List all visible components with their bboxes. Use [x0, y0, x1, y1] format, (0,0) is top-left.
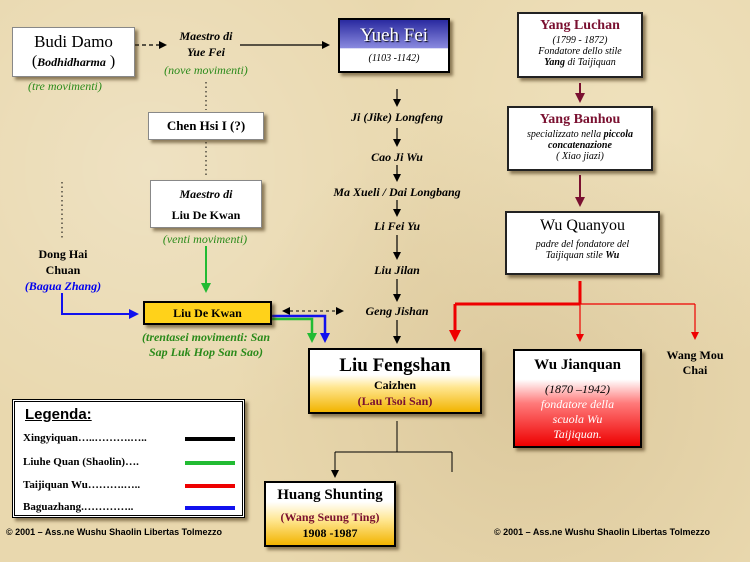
wu-quanyou-name: Wu Quanyou	[539, 217, 626, 234]
lineage-item-2: Cao Ji Wu	[371, 150, 423, 164]
wu-quanyou-desc2b: Wu	[605, 250, 620, 261]
wu-jianquan-desc2: scuola Wu	[552, 412, 603, 426]
maestro-yue-fei-line2: Yue Fei	[187, 45, 225, 59]
yang-luchan-desc2-line: Yang di Taijiquan	[519, 57, 641, 68]
huang-shunting-box: Huang Shunting (Wang Seung Ting) 1908 -1…	[264, 481, 396, 547]
yang-banhou-desc3: ( Xiao jiazi)	[556, 151, 604, 162]
legend-label-taijiquan-wu: Taijiquan Wu……….…..	[23, 479, 141, 491]
wu-quanyou-box: Wu Quanyou padre del fondatore del Taiji…	[505, 211, 660, 275]
wang-mou-line2: Chai	[682, 363, 708, 377]
legend-label-xingyiquan: Xingyiquan…..……….…..	[23, 432, 147, 444]
yang-banhou-box: Yang Banhou specializzato nella piccola …	[507, 106, 653, 171]
legend-box: Legenda: Xingyiquan…..……….….. Liuhe Quan…	[12, 399, 245, 518]
huang-shunting-dates: 1908 -1987	[302, 526, 358, 540]
lineage-item-5: Liu Jilan	[374, 263, 420, 277]
yang-luchan-dates: (1799 - 1872)	[552, 35, 608, 46]
maestro-liu-moves: (venti movimenti)	[162, 232, 248, 246]
yang-luchan-desc2b: di Taijiquan	[565, 57, 616, 68]
budi-damo-name: Budi Damo	[34, 32, 113, 51]
liu-de-kwan-moves-line2: Sap Luk Hop San Sao)	[148, 345, 264, 359]
yang-banhou-desc2: concatenazione	[548, 140, 612, 151]
dong-hai-style: (Bagua Zhang)	[24, 279, 102, 293]
yang-luchan-name: Yang Luchan	[540, 18, 620, 33]
liu-de-kwan-name: Liu De Kwan	[173, 306, 242, 320]
maestro-yue-fei-moves: (nove movimenti)	[164, 63, 248, 77]
maestro-yue-fei-line1: Maestro di	[179, 29, 233, 43]
wu-quanyou-desc2-line: Taijiquan stile Wu	[507, 250, 658, 261]
budi-damo-alias-line: (Bodhidharma )	[31, 53, 116, 70]
wu-jianquan-desc3: Taijiquan.	[553, 427, 602, 441]
yang-luchan-box: Yang Luchan (1799 - 1872) Fondatore dell…	[517, 12, 643, 78]
yueh-fei-dates: (1103 -1142)	[368, 53, 420, 64]
yueh-fei-box: Yueh Fei (1103 -1142)	[338, 18, 450, 73]
chen-hsi-box: Chen Hsi I (?)	[148, 112, 264, 140]
liu-de-kwan-box: Liu De Kwan	[143, 301, 272, 325]
yang-banhou-desc1-line: specializzato nella piccola	[509, 129, 651, 140]
liu-fengshan-box: Liu Fengshan Caizhen (Lau Tsoi San)	[308, 348, 482, 414]
wu-jianquan-desc1: fondatore della	[540, 397, 615, 411]
liu-fengshan-name: Liu Fengshan	[339, 355, 451, 376]
legend-title: Legenda:	[25, 406, 92, 423]
wu-quanyou-desc1: padre del fondatore del	[535, 239, 630, 250]
legend-swatch-baguazhang	[185, 506, 235, 510]
yang-banhou-desc1b: piccola	[603, 129, 634, 140]
wang-mou-line1: Wang Mou	[666, 348, 724, 362]
lineage-item-1: Ji (Jike) Longfeng	[351, 110, 443, 124]
wu-jianquan-dates: (1870 –1942)	[545, 382, 610, 396]
budi-damo-box: Budi Damo (Bodhidharma )	[12, 27, 135, 77]
lineage-item-4: Li Fei Yu	[373, 219, 420, 233]
liu-fengshan-cantonese: (Lau Tsoi San)	[357, 394, 433, 408]
legend-swatch-liuhe	[185, 461, 235, 465]
huang-shunting-cantonese: (Wang Seung Ting)	[280, 510, 380, 524]
dong-hai-line2: Chuan	[45, 263, 81, 277]
wu-quanyou-desc2a: Taijiquan stile	[545, 250, 606, 261]
yueh-fei-name: Yueh Fei	[359, 25, 429, 46]
copyright-left: © 2001 – Ass.ne Wushu Shaolin Libertas T…	[6, 527, 223, 537]
yang-luchan-desc1: Fondatore dello stile	[538, 46, 622, 57]
dong-hai-line1: Dong Hai	[38, 247, 88, 261]
wu-jianquan-name: Wu Jianquan	[534, 357, 621, 373]
legend-swatch-taijiquan-wu	[185, 484, 235, 488]
huang-shunting-name: Huang Shunting	[277, 487, 383, 503]
yang-banhou-name: Yang Banhou	[539, 112, 621, 127]
budi-damo-moves: (tre movimenti)	[28, 79, 102, 93]
copyright-right: © 2001 – Ass.ne Wushu Shaolin Libertas T…	[494, 527, 711, 537]
liu-de-kwan-moves-line1: (trentasei movimenti: San	[141, 330, 270, 344]
legend-label-baguazhang: Baguazhang.…………..	[23, 501, 134, 513]
wu-jianquan-box: Wu Jianquan (1870 –1942) fondatore della…	[513, 349, 642, 448]
yang-luchan-desc2a: Yang	[544, 57, 565, 68]
yang-banhou-desc1a: specializzato nella	[526, 129, 604, 140]
lineage-item-3: Ma Xueli / Dai Longbang	[333, 185, 461, 199]
liu-fengshan-alias: Caizhen	[374, 378, 416, 392]
chen-hsi-name: Chen Hsi I (?)	[166, 118, 246, 133]
maestro-liu-line2: Liu De Kwan	[171, 208, 241, 222]
lineage-item-6: Geng Jishan	[365, 304, 429, 318]
legend-swatch-xingyiquan	[185, 437, 235, 441]
legend-label-liuhe: Liuhe Quan (Shaolin)….	[23, 456, 139, 468]
maestro-liu-line1: Maestro di	[179, 187, 233, 201]
budi-damo-alias: Bodhidharma	[37, 55, 106, 69]
maestro-liu-box: Maestro di Liu De Kwan	[150, 180, 262, 228]
